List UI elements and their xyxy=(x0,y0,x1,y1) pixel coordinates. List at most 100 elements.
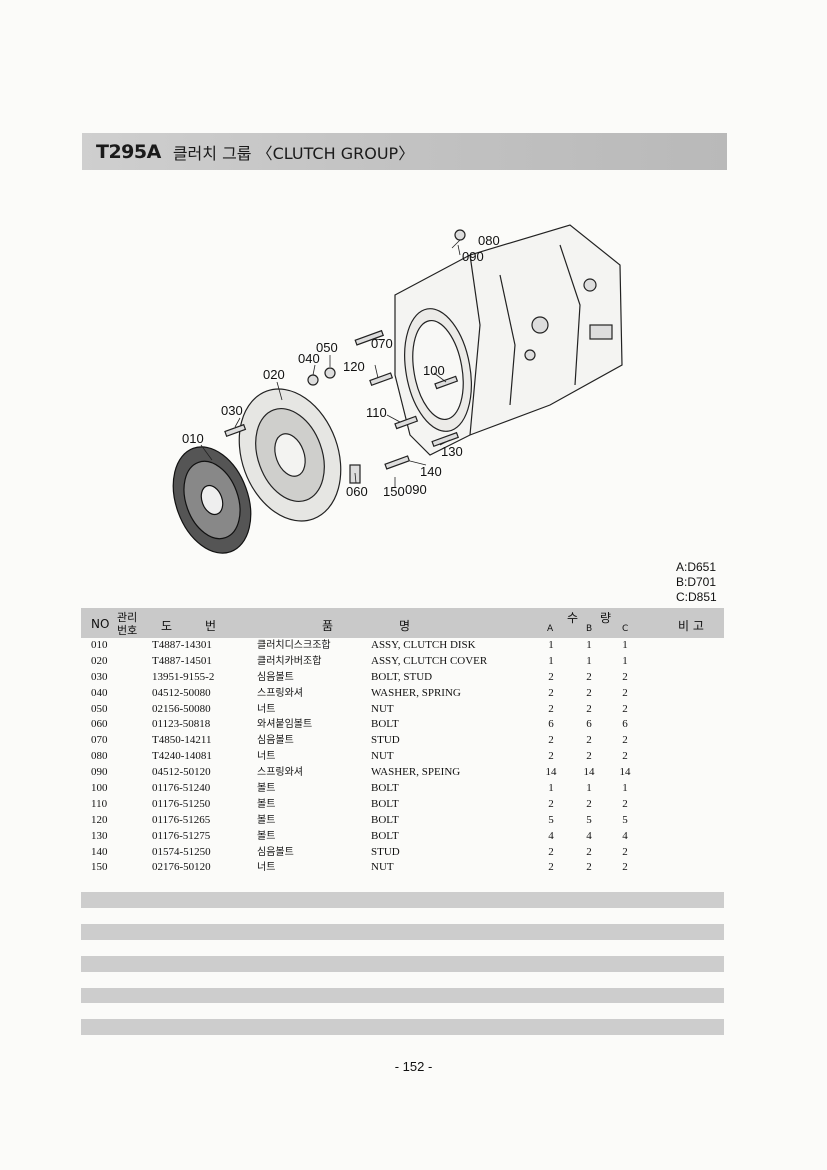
qty-b: 2 xyxy=(586,670,592,683)
header-mgmt-top: 관리 xyxy=(117,611,138,624)
part-ref-no: 060 xyxy=(91,718,108,731)
part-number: 01176-51250 xyxy=(152,797,211,810)
part-name-english: NUT xyxy=(371,750,394,763)
qty-a: 2 xyxy=(548,702,554,715)
part-number: 04512-50120 xyxy=(152,766,211,779)
qty-c: 1 xyxy=(622,782,628,795)
table-row: 010 T4887-14301 클러치디스크조합 ASSY, CLUTCH DISK 1… xyxy=(81,638,724,654)
blank-row xyxy=(81,1019,724,1036)
part-number: 02156-50080 xyxy=(152,702,211,715)
part-ref-no: 100 xyxy=(91,782,108,795)
bolts xyxy=(224,229,466,484)
qty-c: 2 xyxy=(622,670,628,683)
part-name-korean: 스프링와셔 xyxy=(257,767,303,779)
leader-lines xyxy=(200,239,461,487)
qty-b: 2 xyxy=(586,861,592,874)
part-number: T4887-14301 xyxy=(152,639,212,651)
callout-080: 080 xyxy=(478,233,500,248)
header-no: NO xyxy=(91,617,110,631)
part-ref-no: 010 xyxy=(91,639,108,651)
part-ref-no: 130 xyxy=(91,829,108,842)
qty-b: 4 xyxy=(586,829,592,842)
callout-070: 070 xyxy=(371,336,393,351)
section-title: 클러치 그룹 〈CLUTCH GROUP〉 xyxy=(172,143,415,163)
part-name-english: NUT xyxy=(371,702,394,715)
blank-row xyxy=(81,955,724,972)
variant-a: A:D651 xyxy=(676,560,717,574)
model-variants: A:D651 B:D701 C:D851 xyxy=(676,560,736,605)
part-name-english: ASSY, CLUTCH DISK xyxy=(371,639,476,651)
part-ref-no: 080 xyxy=(91,750,108,763)
qty-b: 2 xyxy=(586,845,592,858)
variant-c: C:D851 xyxy=(676,590,717,604)
part-name-english: BOLT xyxy=(371,782,399,795)
qty-a: 2 xyxy=(548,861,554,874)
variant-b: B:D701 xyxy=(676,575,717,589)
part-ref-no: 040 xyxy=(91,686,108,699)
part-ref-no: 020 xyxy=(91,654,108,667)
callout-010: 010 xyxy=(182,431,204,446)
part-ref-no: 140 xyxy=(91,845,108,858)
callout-030: 030 xyxy=(221,403,243,418)
qty-a: 5 xyxy=(548,813,554,826)
qty-c: 14 xyxy=(619,766,631,779)
part-name-korean: 클러치카버조합 xyxy=(257,655,322,667)
qty-c: 6 xyxy=(622,718,628,731)
part-name-korean: 볼트 xyxy=(257,814,276,826)
part-number: 01574-51250 xyxy=(152,845,211,858)
table-row: 080 T4240-14081 너트 NUT 2 2 2 xyxy=(81,749,724,765)
blank-row xyxy=(81,972,724,988)
qty-b: 6 xyxy=(586,718,592,731)
part-number: 01123-50818 xyxy=(152,718,211,731)
part-number: T4240-14081 xyxy=(152,750,212,763)
part-number: T4850-14211 xyxy=(152,734,212,747)
part-name-korean: 볼트 xyxy=(257,798,276,810)
part-ref-no: 070 xyxy=(91,734,108,747)
part-name-korean: 심음볼트 xyxy=(257,846,294,858)
part-number: 01176-51240 xyxy=(152,782,211,795)
part-number: 04512-50080 xyxy=(152,686,211,699)
qty-c: 2 xyxy=(622,845,628,858)
callout-090-bottom: 090 xyxy=(405,482,427,497)
callout-110: 110 xyxy=(366,405,387,420)
qty-c: 2 xyxy=(622,797,628,810)
qty-c: 2 xyxy=(622,861,628,874)
part-name-korean: 심음볼트 xyxy=(257,671,294,683)
part-ref-no: 120 xyxy=(91,813,108,826)
qty-a: 4 xyxy=(548,829,554,842)
qty-a: 2 xyxy=(548,670,554,683)
callout-150: 150 xyxy=(383,484,405,499)
part-name-korean: 클러치디스크조합 xyxy=(257,640,331,651)
page-number: - 152 - xyxy=(394,1059,433,1074)
qty-c: 1 xyxy=(622,639,628,651)
transmission-housing xyxy=(394,224,623,456)
qty-a: 2 xyxy=(548,797,554,810)
qty-c: 2 xyxy=(622,702,628,715)
part-name-english: WASHER, SPRING xyxy=(371,686,461,699)
part-name-korean: 스프링와셔 xyxy=(257,687,303,699)
part-ref-no: 030 xyxy=(91,670,108,683)
qty-c: 2 xyxy=(622,750,628,763)
part-number: 01176-51275 xyxy=(152,829,211,842)
callout-100: 100 xyxy=(423,363,445,378)
section-code: T295A xyxy=(96,140,161,163)
part-name-english: NUT xyxy=(371,861,394,874)
qty-b: 2 xyxy=(586,797,592,810)
part-number: 13951-9155-2 xyxy=(152,670,215,683)
qty-c: 2 xyxy=(622,686,628,699)
part-name-korean: 너트 xyxy=(257,751,276,763)
part-ref-no: 110 xyxy=(91,797,108,810)
qty-c: 5 xyxy=(622,813,628,826)
header-qty-a: 수 xyxy=(567,611,579,625)
qty-a: 2 xyxy=(548,750,554,763)
callout-020: 020 xyxy=(263,367,285,382)
qty-b: 2 xyxy=(586,750,592,763)
